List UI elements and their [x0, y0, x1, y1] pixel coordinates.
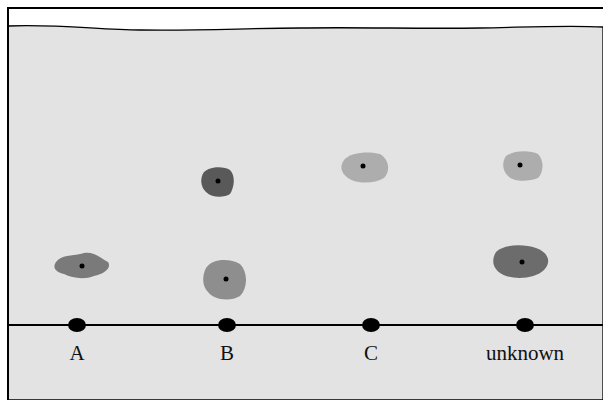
spot [503, 151, 542, 181]
solvent-region [8, 26, 603, 400]
lane-label: B [220, 343, 234, 364]
spot-centres [80, 163, 525, 282]
lane-label: C [364, 343, 378, 364]
paper [8, 8, 603, 400]
origin-dots [68, 318, 534, 332]
paper-border [8, 8, 603, 400]
spot [341, 152, 388, 182]
spot [493, 245, 548, 278]
spot [54, 253, 109, 279]
spot [201, 167, 234, 197]
lane-label: A [69, 343, 84, 364]
lane-label: unknown [486, 343, 564, 364]
baseline [8, 324, 603, 326]
spot [203, 260, 246, 300]
